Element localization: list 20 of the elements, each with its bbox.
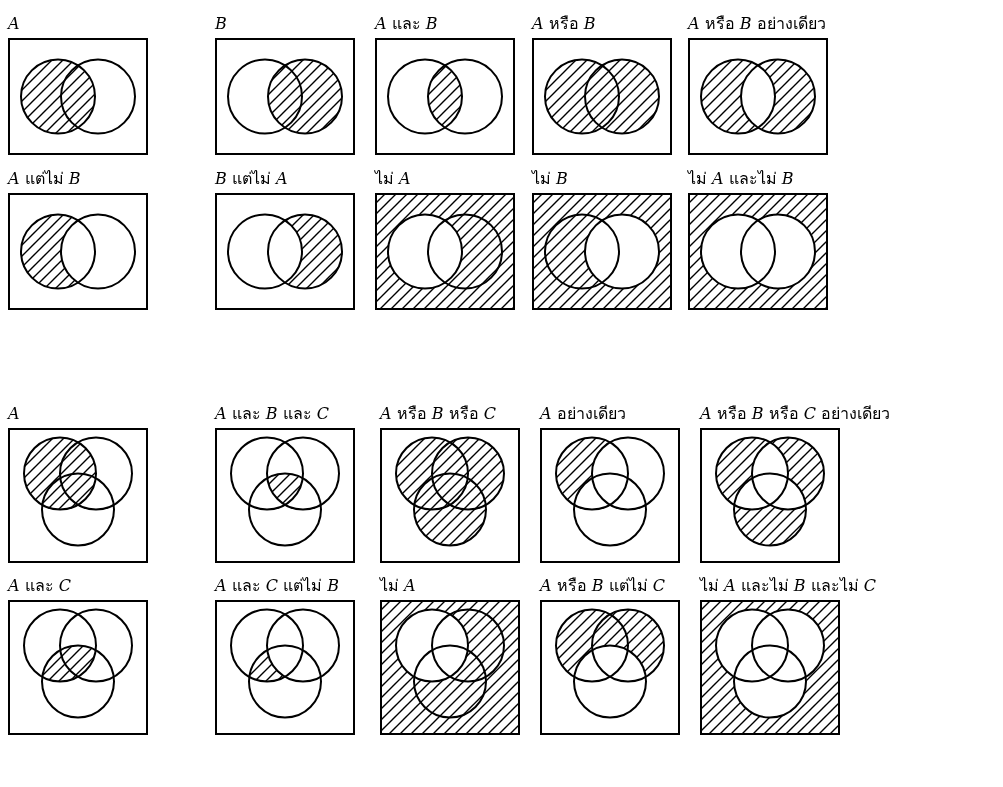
panel-label: ไม่ B — [532, 169, 568, 189]
panel-label: A หรือ B หรือ C — [380, 404, 496, 424]
panel-label: A หรือ B หรือ C อย่างเดียว — [700, 404, 890, 424]
panel-label: A — [8, 404, 20, 424]
panel-label: ไม่ A และไม่ B และไม่ C — [700, 576, 876, 596]
panel-label: ไม่ A — [375, 169, 411, 189]
panel-label: B — [215, 14, 227, 34]
panel-label: B แต่ไม่ A — [215, 169, 288, 189]
panel-label: A อย่างเดียว — [540, 404, 626, 424]
panel-label: ไม่ A และไม่ B — [688, 169, 794, 189]
panel-label: A และ B — [375, 14, 438, 34]
panel-label: A แต่ไม่ B — [8, 169, 81, 189]
panel-label: A และ B และ C — [215, 404, 329, 424]
panel-label: ไม่ A — [380, 576, 416, 596]
panel-label: A — [8, 14, 20, 34]
panel-label: A หรือ B อย่างเดียว — [688, 14, 826, 34]
panel-label: A และ C — [8, 576, 71, 596]
panel-label: A หรือ B แต่ไม่ C — [540, 576, 665, 596]
panel-label: A หรือ B — [532, 14, 596, 34]
panel-label: A และ C แต่ไม่ B — [215, 576, 339, 596]
